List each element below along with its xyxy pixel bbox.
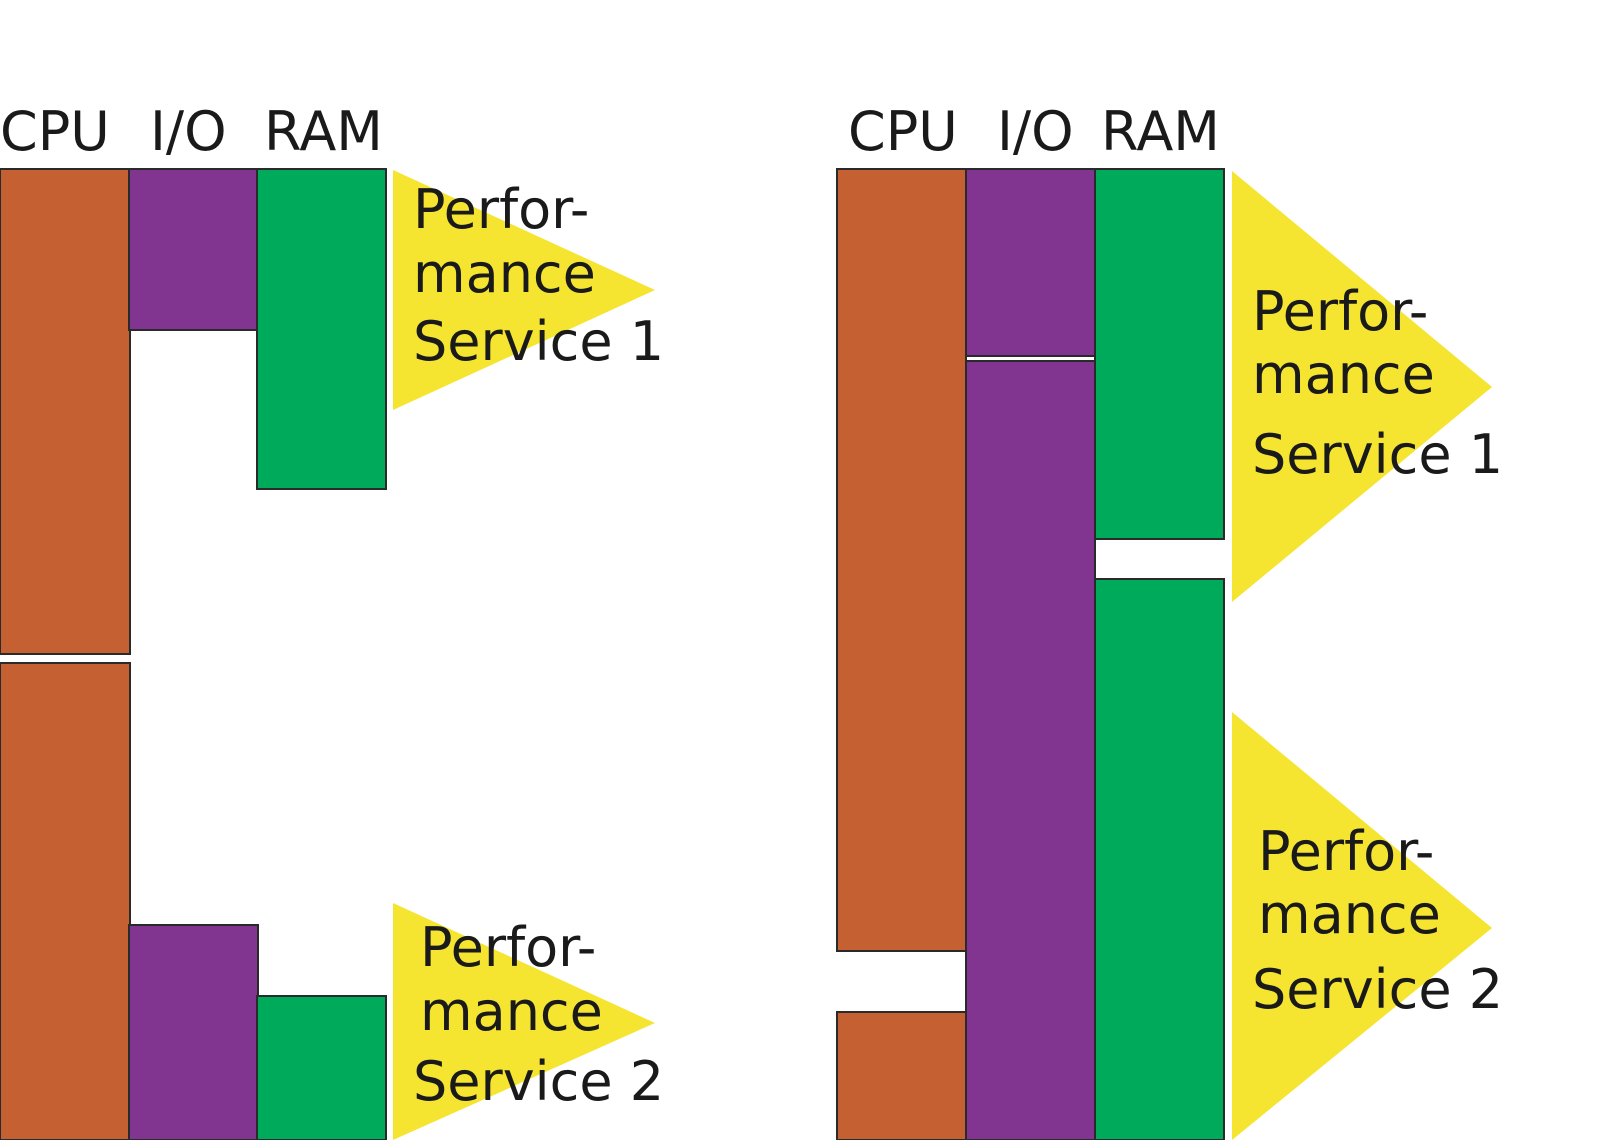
right-service-2-line-1: Perfor-	[1258, 820, 1434, 883]
left-io-bar-service-1	[128, 168, 259, 331]
right-service-1-line-2: mance	[1252, 343, 1435, 406]
left-diagram: CPU I/O RAM Perfor- mance Service 1 Perf…	[0, 100, 664, 1140]
right-ram-bar-service-1	[1094, 168, 1225, 540]
right-ram-bar-service-2	[1094, 578, 1225, 1140]
right-cpu-bar-service-2	[836, 1011, 967, 1140]
right-diagram: CPU I/O RAM Perfor- mance Service 1 Perf…	[836, 100, 1503, 1140]
right-service-1-line-1: Perfor-	[1252, 280, 1428, 343]
right-io-bar-service-1	[965, 168, 1096, 357]
left-service-1-line-3: Service 1	[413, 310, 664, 373]
right-service-1-line-3: Service 1	[1252, 423, 1503, 486]
left-service-2-line-1: Perfor-	[420, 916, 596, 979]
left-service-1-line-1: Perfor-	[413, 178, 589, 241]
left-ram-bar-service-2	[256, 995, 387, 1140]
right-performance-service-2-arrow	[1232, 712, 1492, 1140]
left-cpu-bar-service-2	[0, 662, 131, 1140]
left-label-cpu: CPU	[0, 100, 110, 163]
left-ram-bar-service-1	[256, 168, 387, 490]
right-label-cpu: CPU	[848, 100, 958, 163]
right-service-2-line-2: mance	[1258, 883, 1441, 946]
left-cpu-bar-service-1	[0, 168, 131, 655]
right-service-2-line-3: Service 2	[1252, 958, 1503, 1021]
left-label-ram: RAM	[264, 100, 383, 163]
left-service-1-line-2: mance	[413, 242, 596, 305]
left-service-2-line-2: mance	[420, 980, 603, 1043]
right-cpu-bar-service-1	[836, 168, 967, 952]
right-performance-service-1-arrow	[1232, 171, 1492, 602]
left-io-bar-service-2	[128, 924, 259, 1140]
right-io-bar-service-2	[965, 360, 1096, 1140]
left-label-io: I/O	[150, 100, 227, 163]
left-performance-service-1-arrow	[393, 170, 655, 410]
left-performance-service-2-arrow	[393, 903, 655, 1140]
right-label-ram: RAM	[1101, 100, 1220, 163]
left-service-2-line-3: Service 2	[413, 1050, 664, 1113]
right-label-io: I/O	[997, 100, 1074, 163]
